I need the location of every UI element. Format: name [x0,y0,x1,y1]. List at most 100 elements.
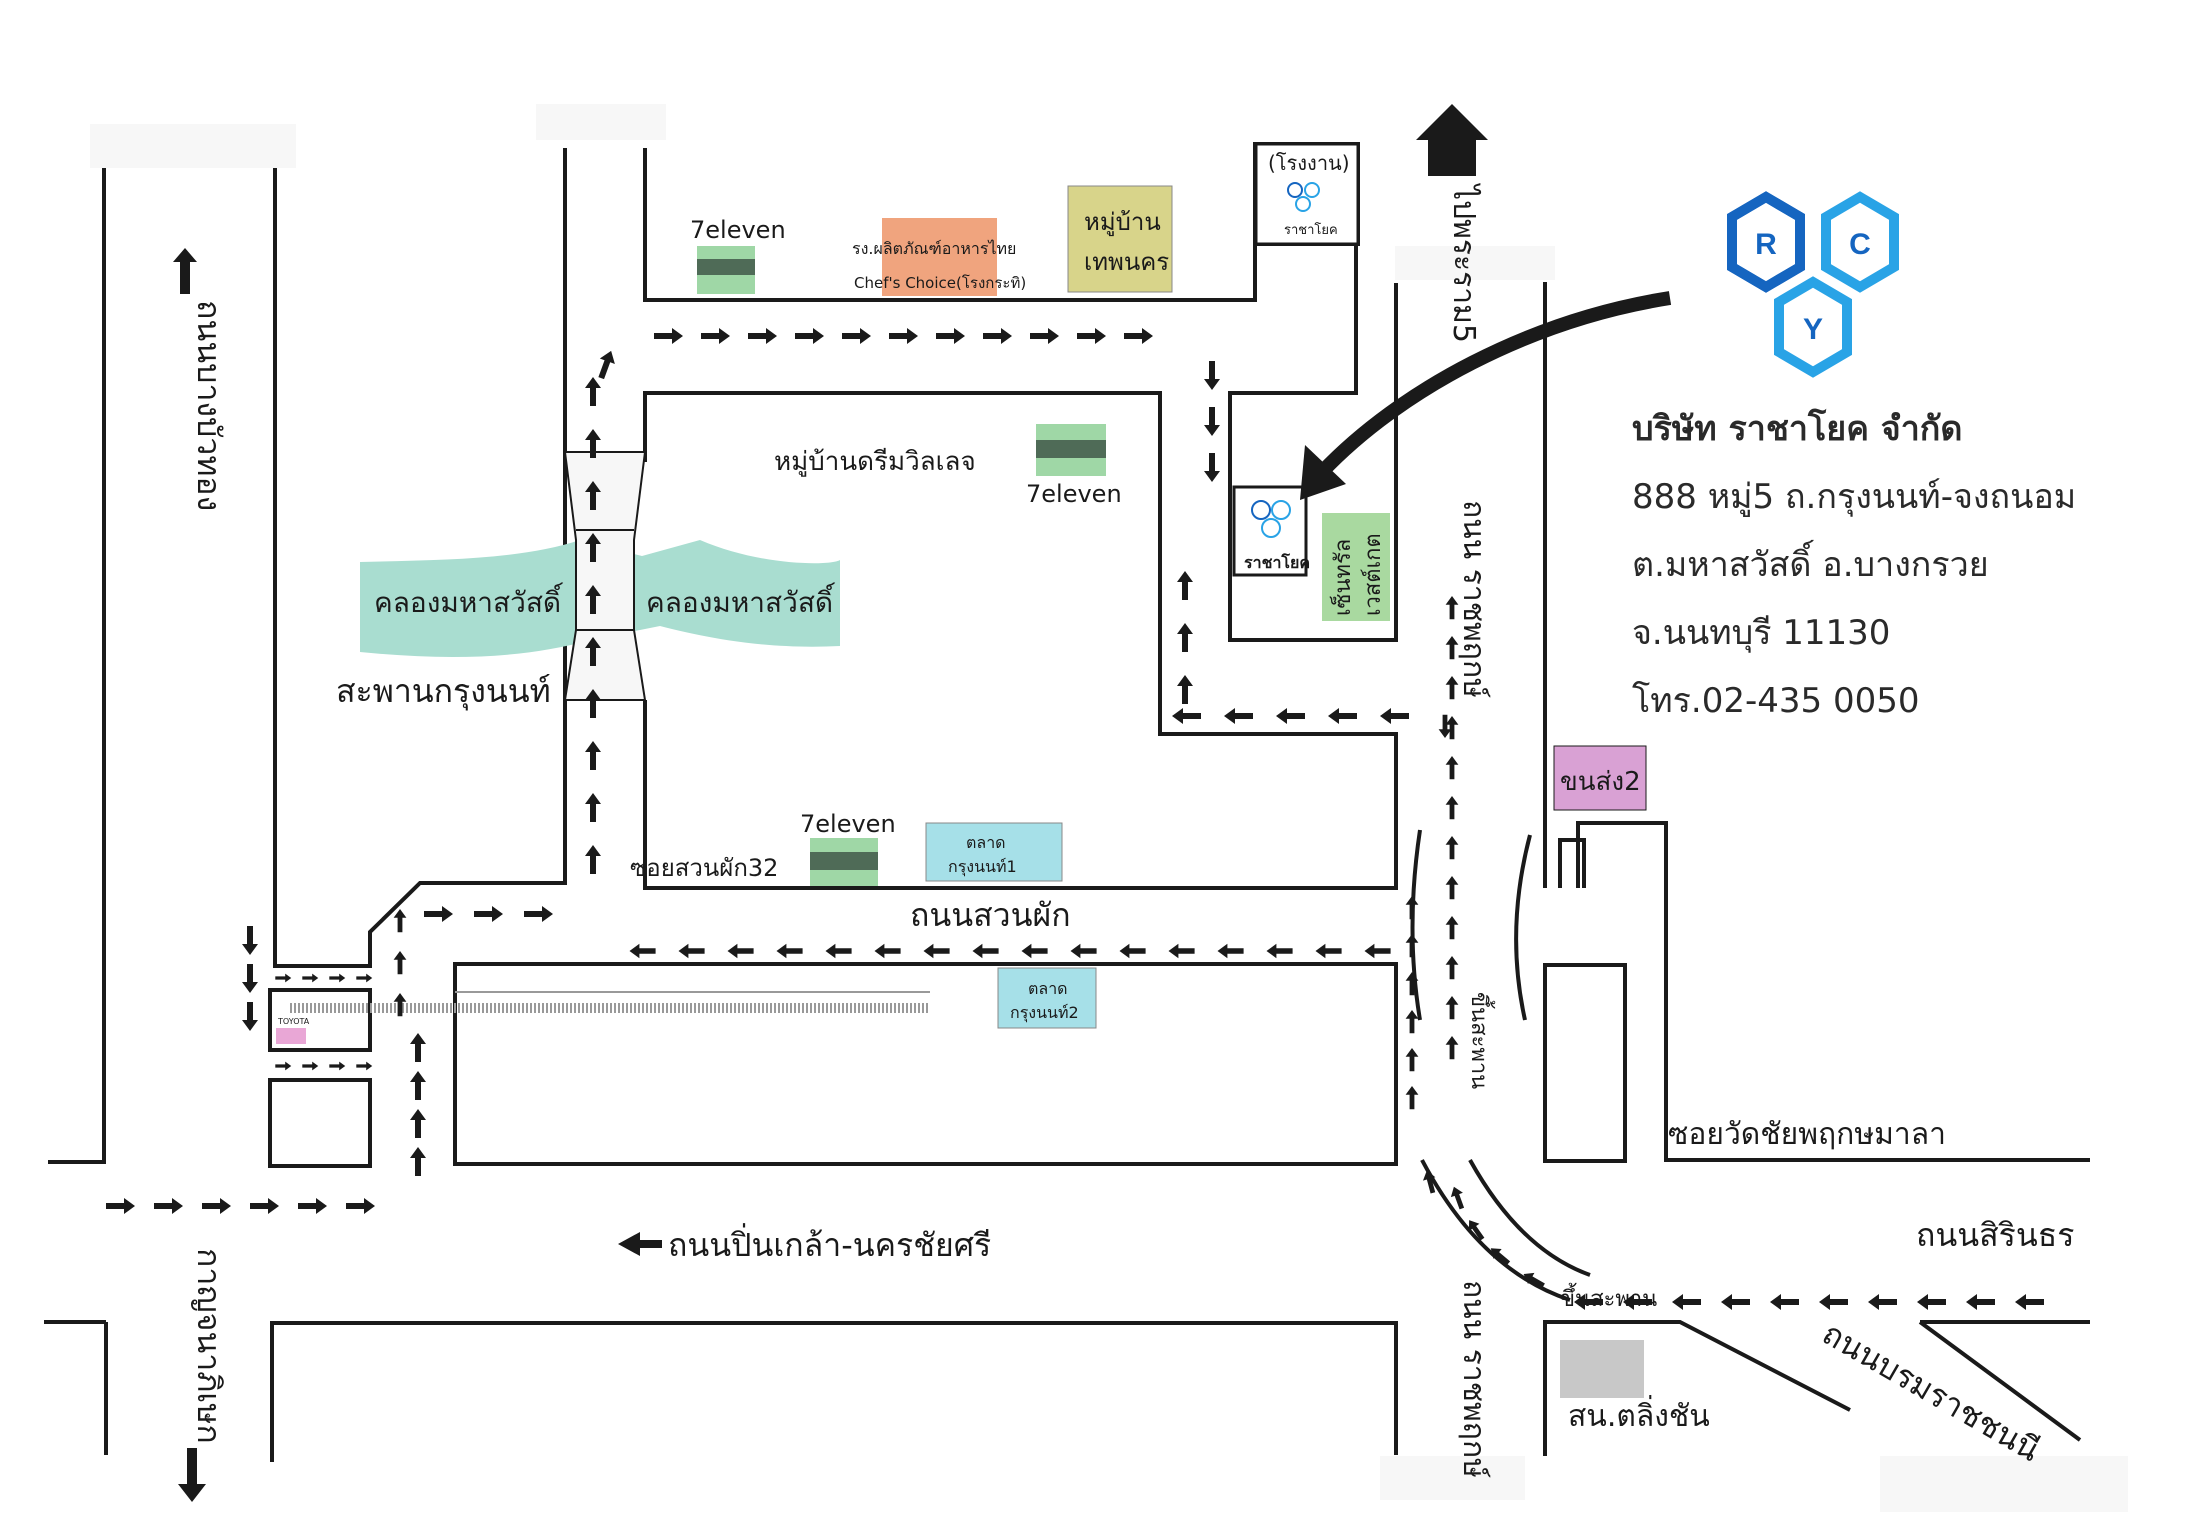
direction-arrow [1217,943,1244,959]
seven-eleven-top [697,246,755,294]
factory-mini-logo [1287,182,1320,212]
direction-arrow [1172,708,1201,724]
direction-arrow [410,1033,426,1062]
direction-arrow [1204,453,1220,482]
direction-arrow [298,1198,327,1214]
direction-arrow [393,951,407,975]
toyota-label: TOYOTA [277,1017,310,1026]
logo-letter-c: C [1849,228,1871,261]
office-marker [1232,485,1308,577]
seven-eleven-bottom-label: 7eleven [800,810,896,838]
overpass-label-horizontal: ขึ้นสะพาน [1560,1283,1657,1312]
direction-arrow [474,906,503,922]
direction-arrow [1204,361,1220,390]
direction-arrow [356,1061,373,1071]
street-ratchaphruek-south: ถนน ราชพฤกษ์ [1456,1280,1491,1478]
direction-arrow [202,1198,231,1214]
direction-arrow [302,1061,319,1071]
central-label-line1: เซ็นทรัล [1328,539,1356,616]
direction-arrow [106,1198,135,1214]
direction-arrow [585,793,601,822]
direction-arrow [1070,943,1097,959]
company-address-line1: 888 หมู่5 ถ.กรุงนนท์-จงถนอม [1632,477,2076,517]
police-marker [1560,1340,1644,1398]
direction-arrow [654,328,683,344]
direction-arrow [585,741,601,770]
direction-arrow [1672,1294,1701,1310]
direction-arrow [346,1198,375,1214]
central-label-line2: เวสต์เกต [1361,533,1386,616]
direction-arrow [889,328,918,344]
direction-arrow [1177,623,1193,652]
direction-arrow [393,909,407,933]
direction-arrow [923,943,950,959]
direction-arrow [1445,916,1459,940]
direction-arrow [1721,1294,1750,1310]
direction-arrow [936,328,965,344]
office-mini-logo [1251,500,1291,538]
street-soi-suanphak32: ซอยสวนผัก32 [630,854,778,882]
direction-arrow [727,943,754,959]
direction-arrow [242,1002,258,1031]
street-pinklao: ถนนปิ่นเกล้า-นครชัยศรี [668,1223,991,1264]
direction-arrow [1224,708,1253,724]
direction-arrow [410,1071,426,1100]
railway-track [290,991,930,1013]
seven-eleven-middle [1036,424,1106,476]
direction-arrow [585,377,601,406]
pointer-arrow [1316,291,1672,477]
direction-arrow [524,906,553,922]
direction-arrow [1266,943,1293,959]
seven-eleven-top-label: 7eleven [690,216,786,244]
direction-arrow [842,328,871,344]
direction-arrow [1405,896,1419,920]
canal-label-right: คลองมหาสวัสดิ์ [646,582,836,619]
direction-arrow [1917,1294,1946,1310]
direction-arrow [1445,1036,1459,1060]
canal-label-left: คลองมหาสวัสดิ์ [374,582,564,619]
pointer-arrow-head [1300,445,1346,500]
direction-arrow [795,328,824,344]
village-thepnakorn-marker [1067,185,1173,293]
village-thepnakorn-line2: เทพนคร [1084,248,1169,276]
direction-arrow [1276,708,1305,724]
direction-arrow [1021,943,1048,959]
direction-arrow [154,1198,183,1214]
direction-arrow [1868,1294,1897,1310]
direction-arrow [1445,796,1459,820]
street-soi-wat: ซอยวัดชัยพฤกษมาลา [1668,1117,1946,1152]
direction-arrow [1445,716,1459,740]
direction-arrow [874,943,901,959]
direction-arrow [1819,1294,1848,1310]
direction-arrow [410,1147,426,1176]
direction-arrow [410,1109,426,1138]
street-sirindhorn: ถนนสิรินธร [1916,1216,2074,1254]
direction-arrow [1168,943,1195,959]
direction-arrow [250,1198,279,1214]
direction-arrow [302,973,319,983]
direction-arrow [329,973,346,983]
direction-arrow [1177,571,1193,600]
direction-arrow [1124,328,1153,344]
market1-label-line2: กรุงนนท์1 [948,857,1017,877]
company-address-line2: ต.มหาสวัสดิ์ อ.บางกรวย [1632,539,1989,585]
company-phone: โทร.02-435 0050 [1632,681,1920,721]
direction-arrow [1077,328,1106,344]
direction-arrow [1030,328,1059,344]
direction-arrow [329,1061,346,1071]
village-thepnakorn-line1: หมู่บ้าน [1084,208,1161,237]
direction-arrow [242,926,258,955]
direction-arrow [242,964,258,993]
seven-eleven-middle-label: 7eleven [1026,480,1122,508]
toyota-marker [276,1028,306,1044]
bus-terminal-marker [1553,745,1647,811]
food-factory-marker [882,218,997,296]
direction-arrow [972,943,999,959]
direction-arrow [275,973,292,983]
direction-arrow [1445,756,1459,780]
direction-arrow [825,943,852,959]
factory-label: (โรงงาน) [1268,151,1350,175]
direction-arrow [983,328,1012,344]
market1-label-line1: ตลาด [966,833,1006,852]
